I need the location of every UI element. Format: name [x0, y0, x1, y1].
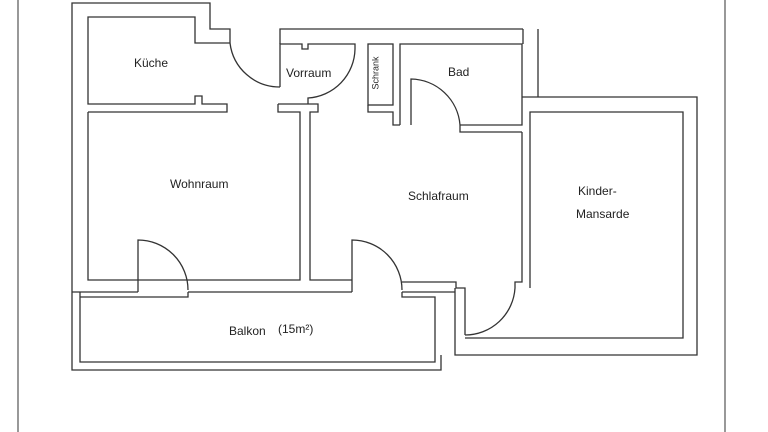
- vorraum-wall: [279, 43, 356, 87]
- vorraum-door: [307, 48, 356, 104]
- mansarde-outer: [454, 96, 698, 356]
- room-label-wohnraum: Wohnraum: [170, 177, 229, 191]
- schlafraum-door: [351, 239, 403, 292]
- room-label-mansarde: Mansarde: [576, 207, 630, 221]
- bad-wall: [399, 43, 523, 126]
- room-label-schlafraum: Schlafraum: [408, 189, 469, 203]
- room-label-bad: Bad: [448, 65, 470, 79]
- schrank-outline: [367, 43, 394, 106]
- room-label-kinder: Kinder-: [578, 184, 617, 198]
- balkon-area: (15m²): [278, 322, 314, 336]
- bad-door: [410, 78, 522, 133]
- outer-wall-top: [279, 28, 523, 44]
- mansarde-inner: [465, 111, 684, 339]
- vorraum-wall-bottom2: [278, 103, 352, 281]
- mansarde-door: [464, 287, 516, 336]
- balkon-top2: [80, 292, 189, 298]
- outer-wall: [71, 2, 231, 292]
- vorraum-wall-bottom: [87, 104, 301, 281]
- schlafraum-wall: [514, 132, 523, 288]
- balkon-inner: [79, 292, 436, 363]
- kueche-door: [229, 42, 281, 88]
- room-label-balkon: Balkon: [229, 324, 266, 338]
- kueche-wall: [87, 16, 230, 113]
- wohnraum-door: [137, 239, 189, 292]
- room-label-vorraum: Vorraum: [286, 66, 332, 80]
- schlafraum-wall-bottom: [402, 281, 466, 335]
- schrank-wall: [367, 105, 400, 126]
- room-label-schrank: Schrank: [370, 56, 381, 90]
- room-label-kueche: Küche: [134, 56, 169, 70]
- balkon-outer: [71, 292, 442, 371]
